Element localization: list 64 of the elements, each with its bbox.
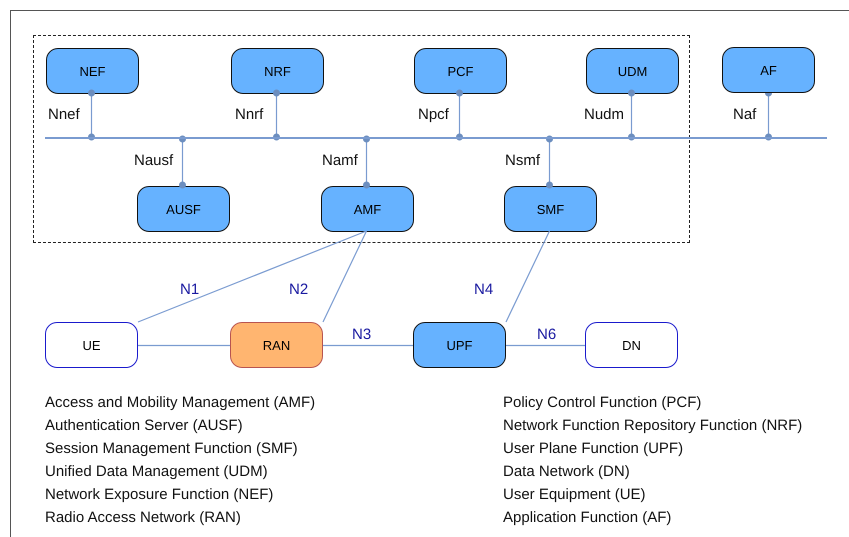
network-function-box (414, 48, 507, 94)
rounded-box (585, 322, 678, 368)
node-label: DN (622, 338, 641, 352)
edge-label: N3 (352, 326, 372, 343)
connector-line (88, 90, 95, 140)
legend-text: Access and Mobility Management (AMF) (45, 393, 316, 413)
edge-label: Nudm (584, 106, 624, 123)
edge-label: Nnef (48, 106, 80, 123)
connector-line (628, 90, 635, 140)
edge-label: Nausf (134, 152, 174, 169)
legend-text: Network Function Repository Function (NRF) (503, 416, 804, 436)
edge-label: Npcf (418, 106, 449, 123)
network-function-box (231, 48, 324, 94)
bus-line (45, 137, 827, 139)
node-label: NRF (264, 64, 291, 78)
legend-text: Network Exposure Function (NEF) (45, 485, 274, 505)
legend-text: Session Management Function (SMF) (45, 439, 299, 459)
connector-line (505, 230, 550, 322)
legend-text: Authentication Server (AUSF) (45, 416, 244, 436)
connector-line (546, 136, 553, 188)
edge-label: Nsmf (505, 152, 540, 169)
dashed-group-box (33, 35, 690, 243)
legend-text: User Plane Function (UPF) (503, 439, 684, 459)
node-label: UPF (446, 338, 472, 352)
legend-text: Application Function (AF) (503, 508, 672, 528)
connector-line (138, 230, 367, 323)
node-label: AUSF (166, 202, 201, 216)
network-function-box (413, 322, 506, 368)
node-label: RAN (262, 338, 290, 352)
connector-line (273, 90, 280, 140)
rounded-box (45, 322, 138, 368)
legend-text: Unified Data Management (UDM) (45, 462, 269, 482)
edge-label: N1 (180, 281, 200, 298)
node-label: SMF (536, 202, 564, 216)
node-label: UE (82, 338, 101, 352)
node-label: PCF (448, 64, 474, 78)
legend-text: User Equipment (UE) (503, 485, 647, 505)
network-function-box (137, 186, 230, 232)
edge-label: N6 (537, 326, 556, 343)
connector-line (323, 344, 413, 346)
network-function-box (46, 48, 139, 94)
network-function-box (586, 48, 679, 94)
ran-box (230, 322, 323, 368)
connector-line (138, 344, 230, 346)
connector-line (179, 136, 186, 188)
network-function-box (321, 186, 414, 232)
network-function-box (722, 47, 815, 93)
node-label: NEF (80, 64, 106, 78)
edge-label: N2 (289, 281, 308, 298)
connector-line (322, 230, 368, 322)
connector-line (363, 136, 370, 188)
node-label: AMF (354, 202, 382, 216)
node-label: UDM (618, 64, 648, 78)
edge-label: Naf (733, 106, 756, 123)
node-label: AF (760, 62, 777, 78)
legend-text: Radio Access Network (RAN) (45, 508, 242, 528)
edge-label: Namf (322, 152, 358, 169)
edge-label: Nnrf (235, 106, 264, 123)
network-function-box (504, 186, 597, 232)
legend-text: Policy Control Function (PCF) (503, 393, 702, 413)
legend-text: Data Network (DN) (503, 462, 631, 482)
edge-label: N4 (474, 281, 494, 298)
connector-line (456, 90, 463, 140)
connector-line (506, 344, 585, 346)
